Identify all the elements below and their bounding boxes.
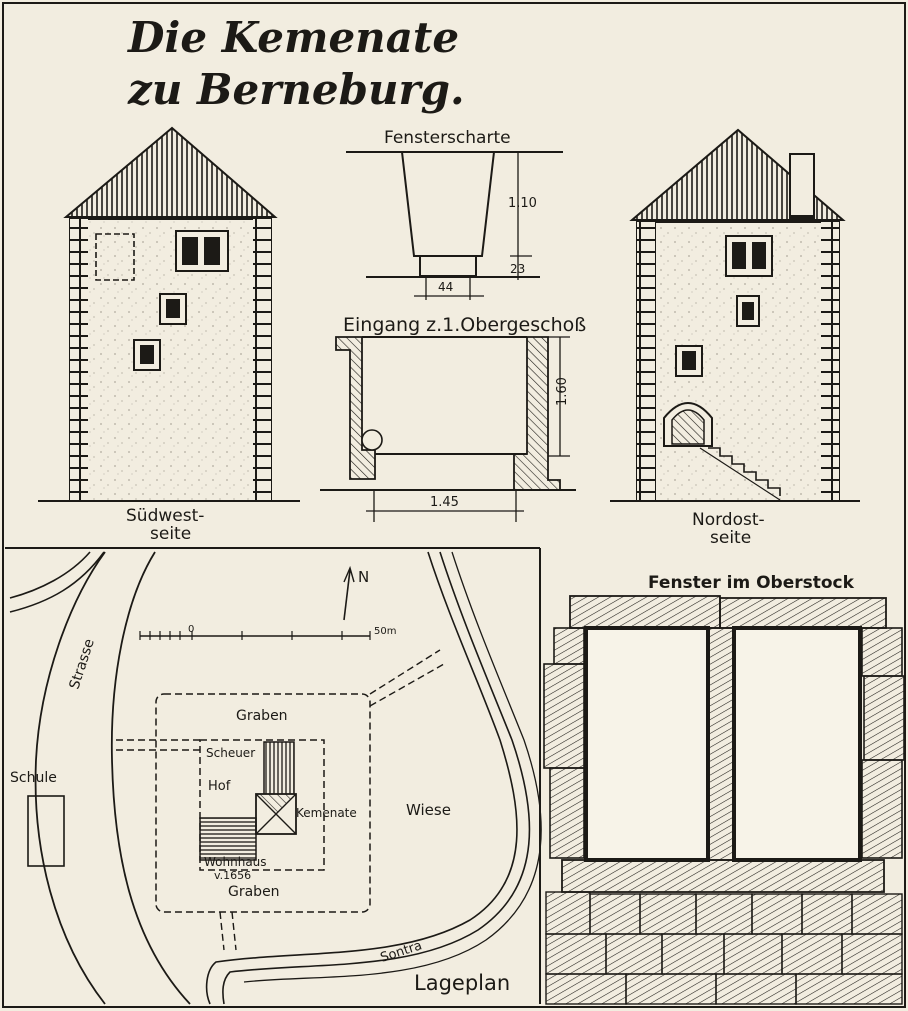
- southwest-slit-window-1: [159, 293, 187, 325]
- school-building: [27, 795, 65, 867]
- moat-outer: [155, 693, 371, 913]
- southwest-blocked-window: [95, 233, 135, 281]
- entrance-dim-width: 1.45: [430, 495, 459, 510]
- entrance-label: Eingang z.1.Obergeschoß: [343, 314, 586, 336]
- barn-label: Scheuer: [206, 746, 255, 760]
- upper-window-sill: [561, 859, 885, 893]
- moat-inner: [199, 739, 325, 871]
- river-sontra: [205, 551, 518, 1005]
- window-slit-dim-width: 44: [438, 280, 453, 294]
- meadow-label: Wiese: [406, 801, 451, 819]
- northeast-slit-window-2: [675, 345, 703, 377]
- southwest-wall: [69, 218, 272, 502]
- northeast-label-1: Nordost-: [692, 510, 765, 530]
- southwest-label-2: seite: [150, 524, 191, 544]
- kemenate-label: Kemenate: [296, 806, 357, 820]
- site-plan: Strasse Schule N 0 50m: [9, 551, 542, 1005]
- northeast-stairs: [699, 447, 781, 501]
- scale-bar: [139, 631, 371, 640]
- river-label: Sontra: [379, 938, 424, 966]
- northeast-arched-doorway: [663, 402, 713, 447]
- barn-building: [263, 741, 295, 801]
- northeast-label-2: seite: [710, 528, 751, 548]
- southwest-quoins-right: [253, 219, 271, 501]
- upper-window-title: Fenster im Oberstock: [648, 573, 855, 593]
- northeast-slit-window-1: [736, 295, 760, 327]
- school-label: Schule: [10, 770, 57, 786]
- moat-bottom-label: Graben: [228, 884, 280, 900]
- dwelling-building: [199, 817, 257, 861]
- upper-window-masonry: [545, 891, 903, 1005]
- upper-window-left-light: [584, 626, 710, 862]
- dwelling-year: v.1656: [214, 869, 251, 882]
- upper-window-mullion: [707, 627, 735, 861]
- southwest-elevation: Südwest- seite: [38, 126, 300, 544]
- sheet-title: Die Kemenate zu Berneburg.: [127, 13, 465, 114]
- north-label: N: [358, 568, 369, 586]
- street-label: Strasse: [67, 637, 98, 691]
- southwest-slit-window-2: [133, 339, 161, 371]
- northeast-quoins-left: [637, 222, 656, 501]
- street: [34, 551, 106, 1005]
- window-slit-label: Fensterscharte: [384, 128, 511, 148]
- window-slit-dim-height: 1.10: [508, 196, 537, 211]
- scale-zero: 0: [188, 624, 194, 635]
- window-slit-section: Fensterscharte 1.10 23 44: [346, 128, 563, 300]
- north-arrow: [343, 569, 351, 621]
- southwest-roof: [63, 126, 278, 218]
- northeast-elevation: Nordost- seite: [610, 128, 860, 548]
- entrance-section: Eingang z.1.Obergeschoß 1.60 1.45: [320, 314, 586, 522]
- upper-window-detail: Fenster im Oberstock: [543, 573, 905, 1005]
- title-line1: Die Kemenate: [127, 13, 459, 62]
- title-line2: zu Berneburg.: [127, 65, 465, 114]
- southwest-double-window: [175, 230, 229, 272]
- scale-end: 50m: [374, 626, 396, 637]
- entrance-dim-height: 1.60: [555, 377, 570, 406]
- northeast-quoins-right: [821, 222, 839, 501]
- moat-top-label: Graben: [236, 708, 288, 724]
- upper-window-right-light: [732, 626, 862, 862]
- southwest-label-1: Südwest-: [126, 506, 204, 526]
- southwest-quoins-left: [70, 219, 88, 501]
- site-plan-title: Lageplan: [414, 971, 510, 995]
- dwelling-label: Wohnhaus: [204, 855, 267, 869]
- northeast-double-window: [725, 235, 773, 277]
- courtyard-label: Hof: [208, 779, 231, 794]
- window-slit-dim-lower: 23: [510, 262, 525, 276]
